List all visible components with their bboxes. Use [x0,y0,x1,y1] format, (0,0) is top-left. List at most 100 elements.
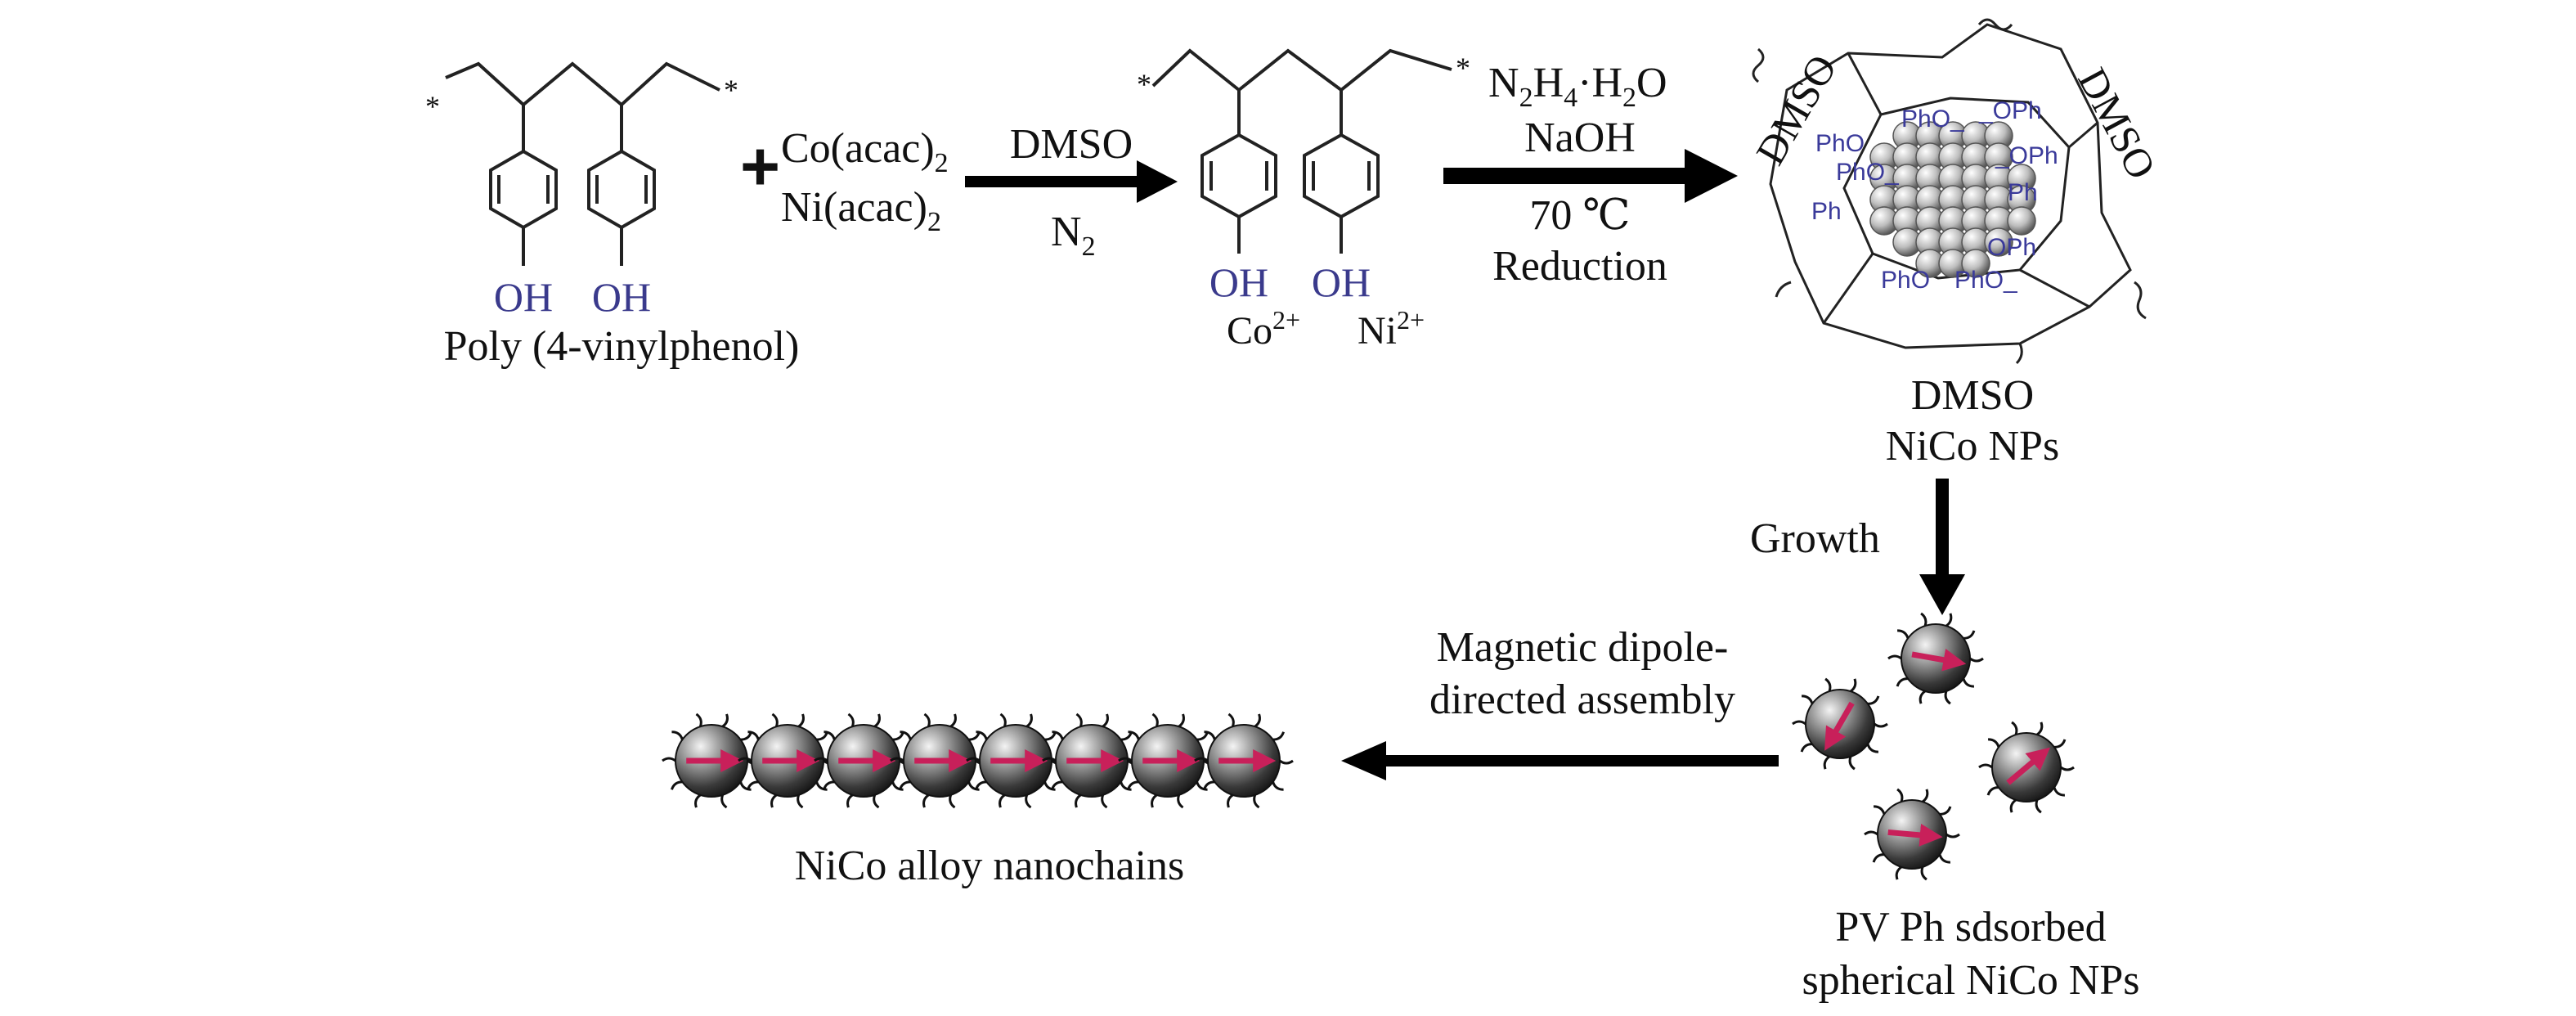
polymer-tail [1920,612,1928,627]
magnetic-moment-arrow [1911,648,1967,672]
polymer-tail [1102,713,1109,728]
polymer-tail [966,757,981,762]
polymer-tail [1874,722,1888,728]
adsorbed-nanoparticles [1792,612,2075,881]
polymer-tail [949,713,957,728]
polymer-tail [814,757,828,762]
polymer-tail [797,794,804,809]
chain-end-left-2: * [1137,68,1151,101]
polymer-tail [1802,695,1814,704]
adsorbed-label-line1: PV Ph sdsorbed [1835,904,2106,951]
polymer-tail [1874,805,1886,815]
polymer-tail [815,781,828,791]
polymer-tail [999,793,1006,808]
polymer-tail [1944,690,1951,705]
magnetic-moment-arrow [1887,823,1943,847]
polymer-tail [823,780,835,790]
polymer-tail [1963,630,1976,640]
polymer-tail [873,713,881,728]
polymer-tail [1272,731,1285,741]
metal-atom [1961,249,1990,278]
polymer-tail [949,794,956,809]
polymer-tail [1025,794,1032,809]
polymer-tail [1938,854,1950,864]
polymer-tail [1127,780,1139,790]
polymer-tail [1897,629,1910,639]
polymer-tail [1792,720,1806,726]
polymer-tail [2053,787,2065,797]
polymer-tail [1196,781,1208,791]
polymer-tail [771,713,779,727]
polymer-tail [1887,654,1902,660]
ligand-label: PhO [1881,267,1930,294]
polymer-tail [1823,755,1830,770]
polymer-tail [1824,677,1832,692]
polymer-tail [1969,657,1984,663]
reductant: N2H4·H2O [1488,60,1667,113]
polymer-tail [797,713,805,728]
polymer-tail [720,794,728,809]
coated-nanoparticle [1194,713,1294,809]
polymer-tail [999,713,1007,727]
polymer-tail [967,781,980,791]
coated-nanoparticle [662,713,761,809]
polymer-tail [1051,780,1063,790]
polymer-tail [922,793,930,808]
coated-nanoparticle [1864,788,1960,881]
step1-solvent: DMSO [1010,121,1133,168]
polymer-tail [1800,743,1813,753]
polymer-tail [671,731,684,740]
nico-cluster [1869,121,2036,278]
ligand-label: _OPh [1978,97,2042,124]
base-reagent: NaOH [1524,115,1636,161]
polymer-tail [1864,830,1878,836]
polymer-tail [1227,793,1234,808]
polymer-tail [891,781,904,791]
ligand-label: Ph [2008,179,2038,206]
metal-atom [1984,227,2013,257]
polymer-tail [1177,794,1184,809]
polymer-tail [1848,756,1856,771]
polymer-tail [1254,713,1261,728]
polymer-structure: * * OH OH [425,61,738,320]
polymer-tail [671,780,683,790]
polymer-label: Poly (4-vinylphenol) [444,323,800,370]
growth-label: Growth [1750,515,1880,562]
nanoparticle-label: NiCo NPs [1886,423,2059,470]
polymer-tail [1178,713,1185,728]
polymer-tail [1896,788,1904,802]
chain-end-right-2: * [1456,52,1470,84]
polymer-tail [824,731,836,740]
polymer-tail [1896,677,1909,687]
polymer-tail [1120,781,1132,791]
polymer-tail [694,793,702,808]
stabilized-nanoparticle: PhO_ _OPh _OPh PhO PhO_ Ph Ph OPh PhO Ph… [1747,18,2165,365]
polymer-tail [1920,866,1928,881]
ligand-label: Ph [1811,198,1842,225]
polymer-tail [770,793,778,808]
polymer-tail [1922,789,1929,803]
polymer-tail [1962,678,1974,688]
chain-end-right: * [724,74,738,106]
polymer-tail [1895,865,1902,880]
polymer-tail [1227,713,1235,727]
polymer-tail [890,757,904,762]
polymer-tail [1203,780,1215,790]
polymer-tail [721,713,729,728]
polymer-tail [1128,731,1140,740]
coated-nanoparticle [1118,713,1218,809]
polymer-tail [873,794,880,809]
polymer-tail [1151,793,1158,808]
hydroxyl-2: OH [592,274,651,320]
metal-atom [2007,206,2036,236]
growth-arrow [1919,479,1965,615]
polymer-tail [2011,721,2018,735]
hydroxyl-3: OH [1209,259,1268,305]
polymer-tail [847,713,855,727]
polymer-tail [747,731,760,740]
nickel-ion: Ni2+ [1358,305,1425,353]
polymer-tail [1151,713,1159,727]
magnetic-moment-arrow [1824,701,1855,751]
